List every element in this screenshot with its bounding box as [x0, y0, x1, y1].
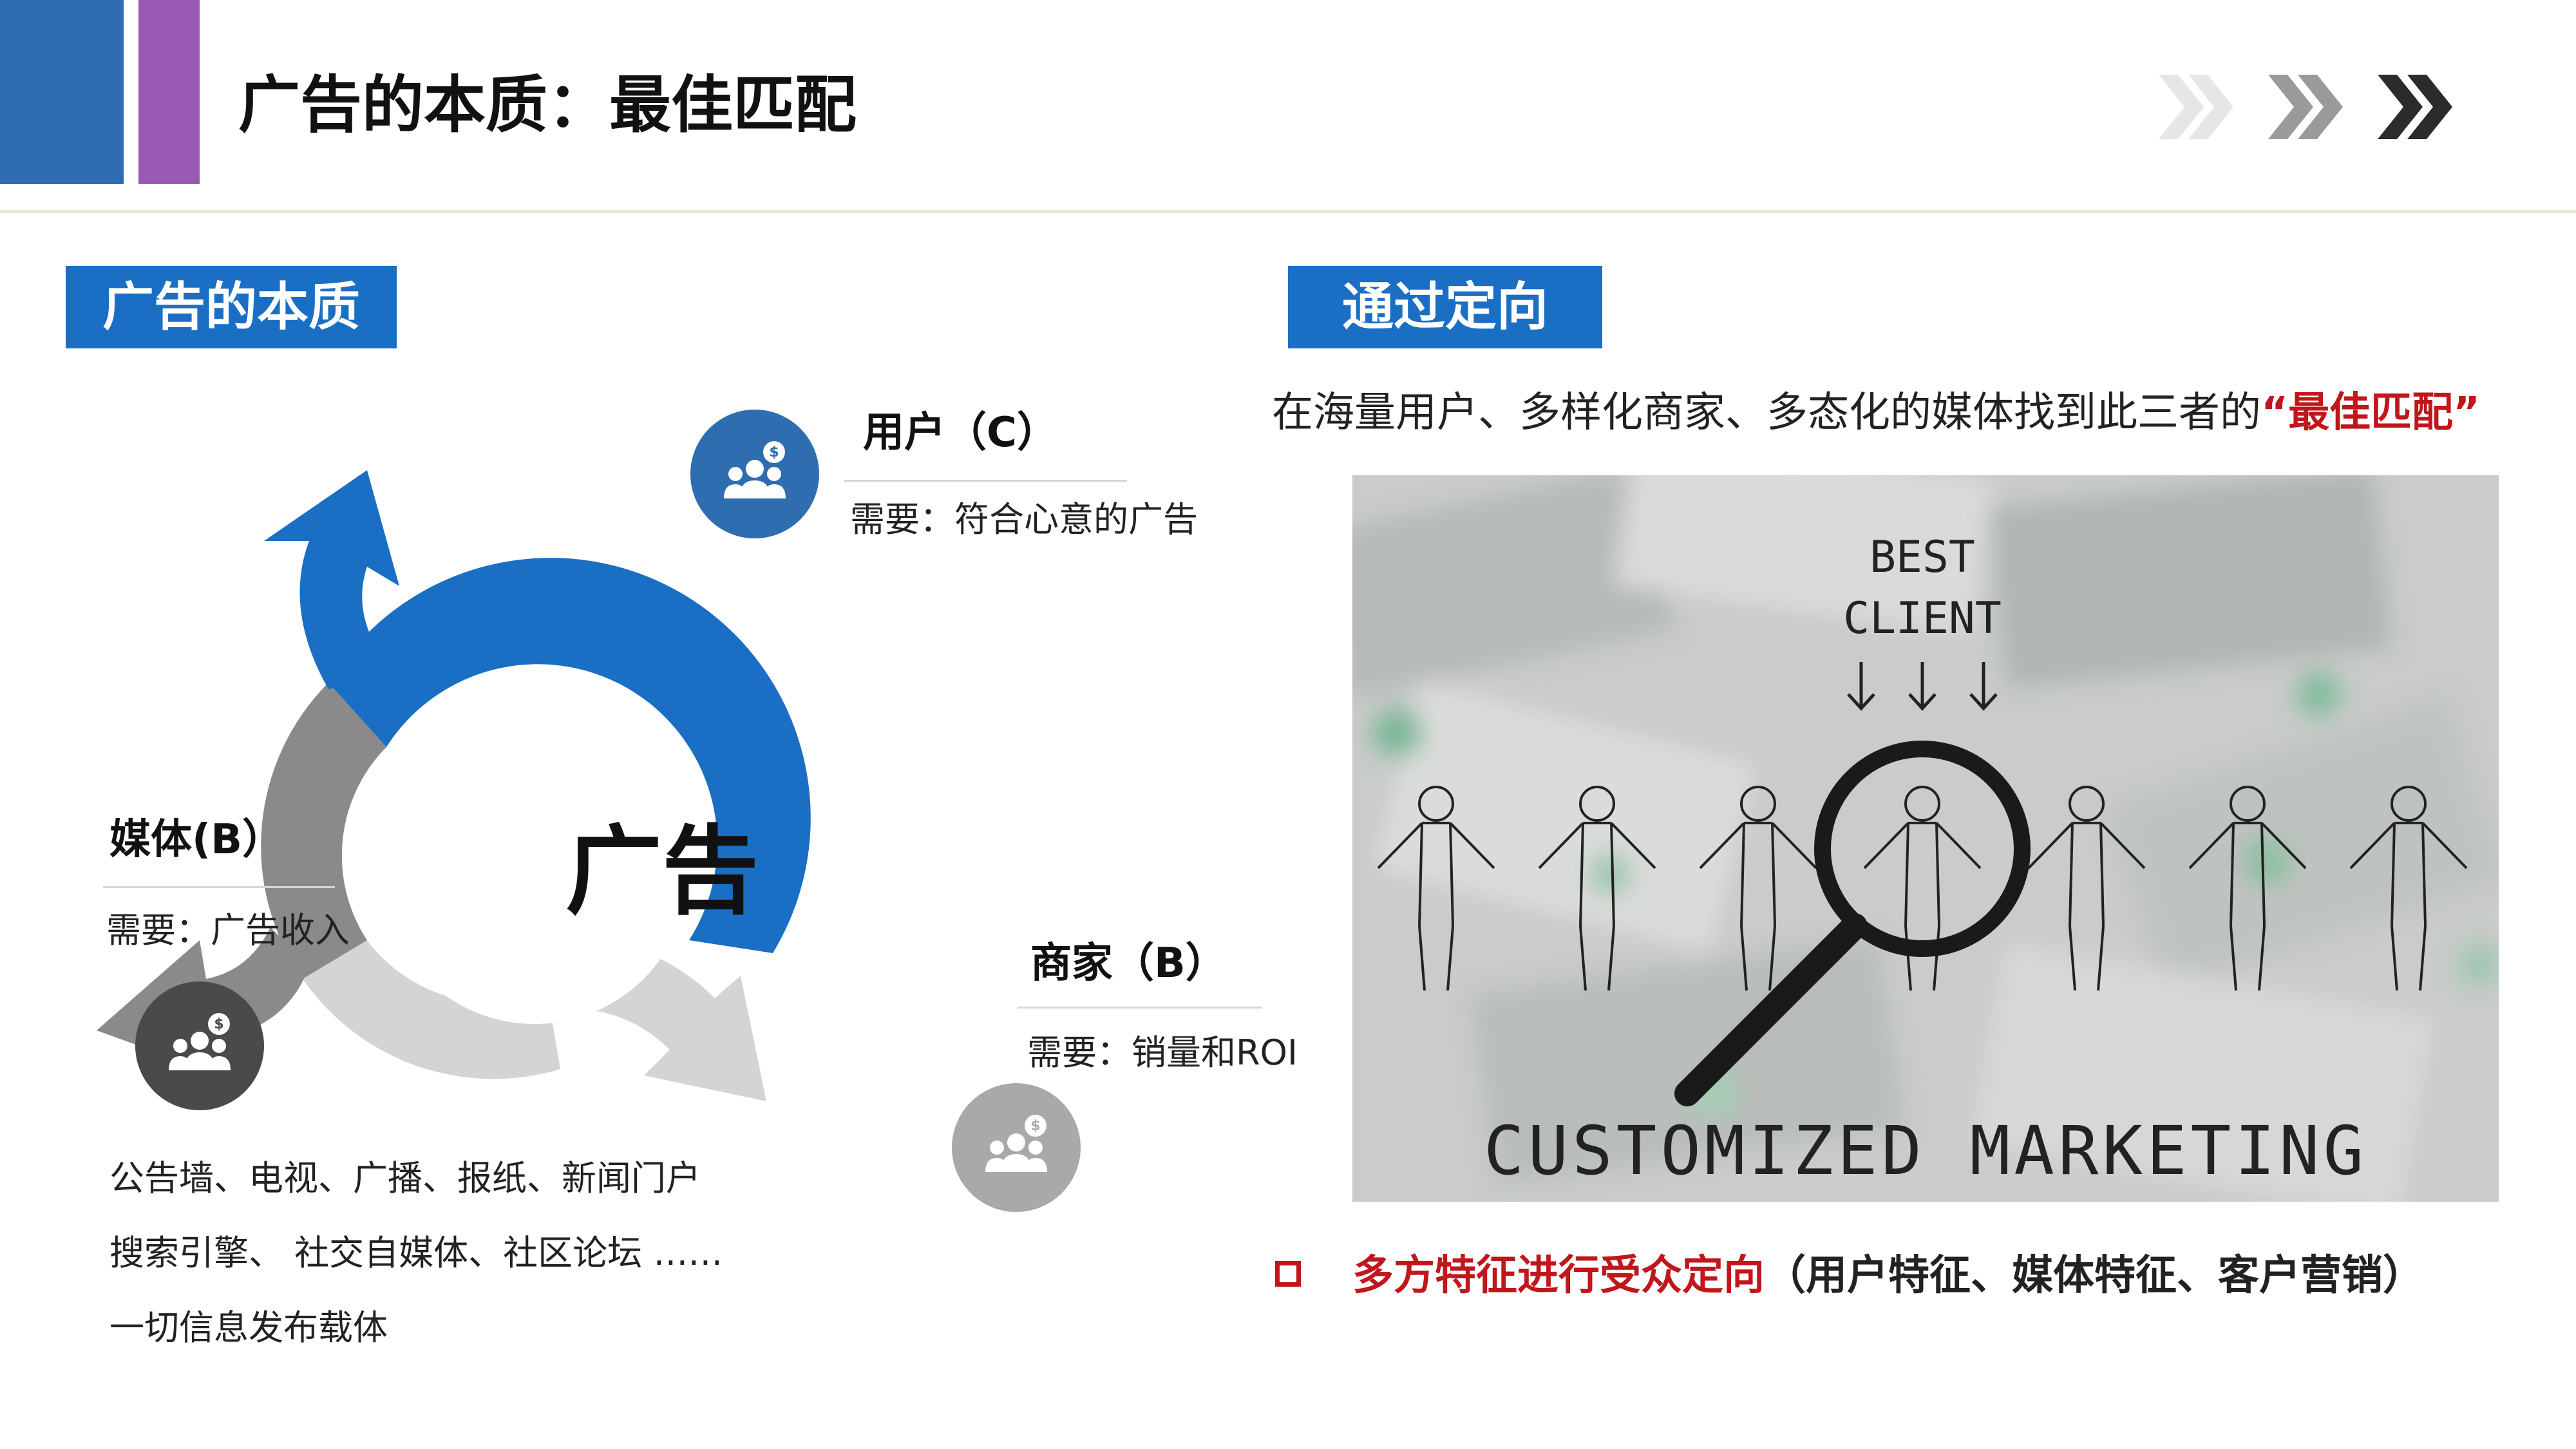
user-node-divider [844, 480, 1127, 482]
section-label-ad-essence: 广告的本质 [66, 266, 397, 348]
merchant-node-need: 需要：销量和ROI [1027, 1032, 1298, 1073]
svg-text:$: $ [769, 444, 779, 460]
svg-text:$: $ [1030, 1118, 1040, 1134]
person-figure [2027, 786, 2146, 991]
ring-blue-segment [328, 558, 811, 953]
ring-light-segment [303, 940, 560, 1079]
person-figure [1377, 786, 1495, 991]
svg-text:$: $ [214, 1016, 223, 1032]
user-node-title: 用户（C） [863, 409, 1058, 457]
bullet-dark-text: （用户特征、媒体特征、客户营销） [1765, 1252, 2424, 1300]
magnifying-glass-icon [1674, 741, 2031, 1106]
media-example-item: 公告墙、电视、广播、报纸、新闻门户 [109, 1158, 701, 1198]
down-arrows-icon [1847, 662, 1998, 711]
customized-marketing-illustration: BEST CLIENT CUSTOMIZED MARKETING [1352, 475, 2499, 1202]
chevron-light-icon [2159, 75, 2233, 139]
user-node-need: 需要：符合心意的广告 [850, 499, 1198, 540]
header-accent-bar-purple [138, 0, 200, 184]
media-example-item: 搜索引擎、 社交自媒体、社区论坛 …… [109, 1233, 723, 1273]
media-node-divider [103, 886, 335, 888]
person-figure [2349, 786, 2468, 991]
targeting-intro-text: 在海量用户、多样化商家、多态化的媒体找到此三者的 [1272, 389, 2261, 437]
page-title: 广告的本质：最佳匹配 [238, 69, 857, 141]
ring-dark-segment [261, 683, 386, 979]
image-text-client: CLIENT [1843, 593, 2002, 644]
chevron-mid-icon [2268, 75, 2343, 139]
header-divider [0, 210, 2576, 213]
person-figure [1538, 786, 1656, 991]
section-label-targeting: 通过定向 [1288, 266, 1602, 348]
media-node-need: 需要：广告收入 [106, 910, 350, 951]
media-example-item: 一切信息发布载体 [109, 1307, 388, 1348]
people-row [1377, 786, 2468, 991]
image-text-best: BEST [1870, 532, 1975, 583]
person-figure-highlighted [1863, 786, 1982, 991]
image-text-customized-marketing: CUSTOMIZED MARKETING [1484, 1112, 2367, 1190]
media-examples-list: 公告墙、电视、广播、报纸、新闻门户 搜索引擎、 社交自媒体、社区论坛 …… 一切… [109, 1141, 723, 1365]
users-dollar-icon [169, 1013, 231, 1070]
users-dollar-icon [724, 441, 786, 498]
triple-chevron-right-icon [2159, 75, 2452, 139]
merchant-node-icon: $ [952, 1083, 1081, 1212]
user-node-icon: $ [690, 410, 819, 538]
media-node-title: 媒体(B） [109, 816, 284, 864]
merchant-node-divider [1018, 1007, 1262, 1009]
bullet-red-text: 多方特征进行受众定向 [1352, 1252, 1765, 1300]
bullet-square-icon [1275, 1261, 1301, 1287]
arrow-to-user [264, 470, 399, 689]
blurred-banknote-background [1352, 475, 2499, 1202]
targeting-intro: 在海量用户、多样化商家、多态化的媒体找到此三者的“最佳匹配” [1272, 384, 2480, 442]
users-dollar-icon [985, 1115, 1047, 1172]
person-figure [1699, 786, 1817, 991]
person-figure [2188, 786, 2307, 991]
media-node-icon: $ [135, 981, 264, 1110]
chevron-dark-icon [2378, 75, 2452, 139]
center-label: 广告 [565, 816, 759, 928]
center-disc [380, 715, 689, 1024]
merchant-node-title: 商家（B） [1030, 940, 1227, 987]
targeting-intro-highlight: “最佳匹配” [2261, 389, 2481, 437]
customized-marketing-image: BEST CLIENT CUSTOMIZED MARKETING [1352, 475, 2499, 1202]
targeting-bullet: 多方特征进行受众定向（用户特征、媒体特征、客户营销） [1275, 1247, 2424, 1305]
header-accent-bar-blue [0, 0, 124, 184]
